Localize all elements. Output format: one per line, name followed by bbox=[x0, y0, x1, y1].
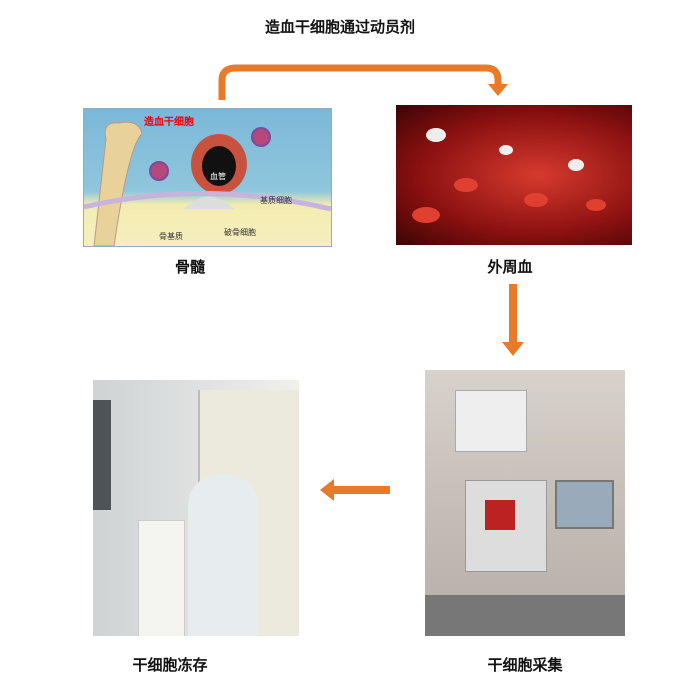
label-osteoclast: 破骨细胞 bbox=[224, 228, 256, 237]
label-bone-marrow: 骨髓 bbox=[174, 258, 206, 276]
label-vessel: 血管 bbox=[210, 172, 226, 181]
label-peripheral-blood: 外周血 bbox=[487, 258, 533, 276]
label-stromal: 基质细胞 bbox=[260, 196, 292, 205]
label-bone-matrix: 骨基质 bbox=[159, 232, 183, 241]
curved-arrow-head bbox=[488, 84, 508, 96]
down-arrow-shaft bbox=[509, 284, 517, 344]
down-arrow-head bbox=[502, 342, 524, 356]
label-collection: 干细胞采集 bbox=[487, 656, 563, 674]
diagram-title: 造血干细胞通过动员剂 bbox=[264, 18, 416, 36]
curved-arrow-marrow-to-blood bbox=[218, 64, 502, 100]
label-hsc: 造血干细胞 bbox=[144, 117, 194, 128]
left-arrow-shaft bbox=[332, 486, 390, 494]
label-cryopreservation: 干细胞冻存 bbox=[132, 656, 208, 674]
left-arrow-head bbox=[320, 479, 334, 501]
peripheral-blood-image bbox=[396, 105, 632, 245]
bone-marrow-illustration: 造血干细胞 血管 基质细胞 破骨细胞 骨基质 bbox=[83, 108, 332, 247]
apheresis-machine-photo bbox=[425, 370, 625, 636]
cryopreservation-lab-photo bbox=[93, 380, 299, 636]
